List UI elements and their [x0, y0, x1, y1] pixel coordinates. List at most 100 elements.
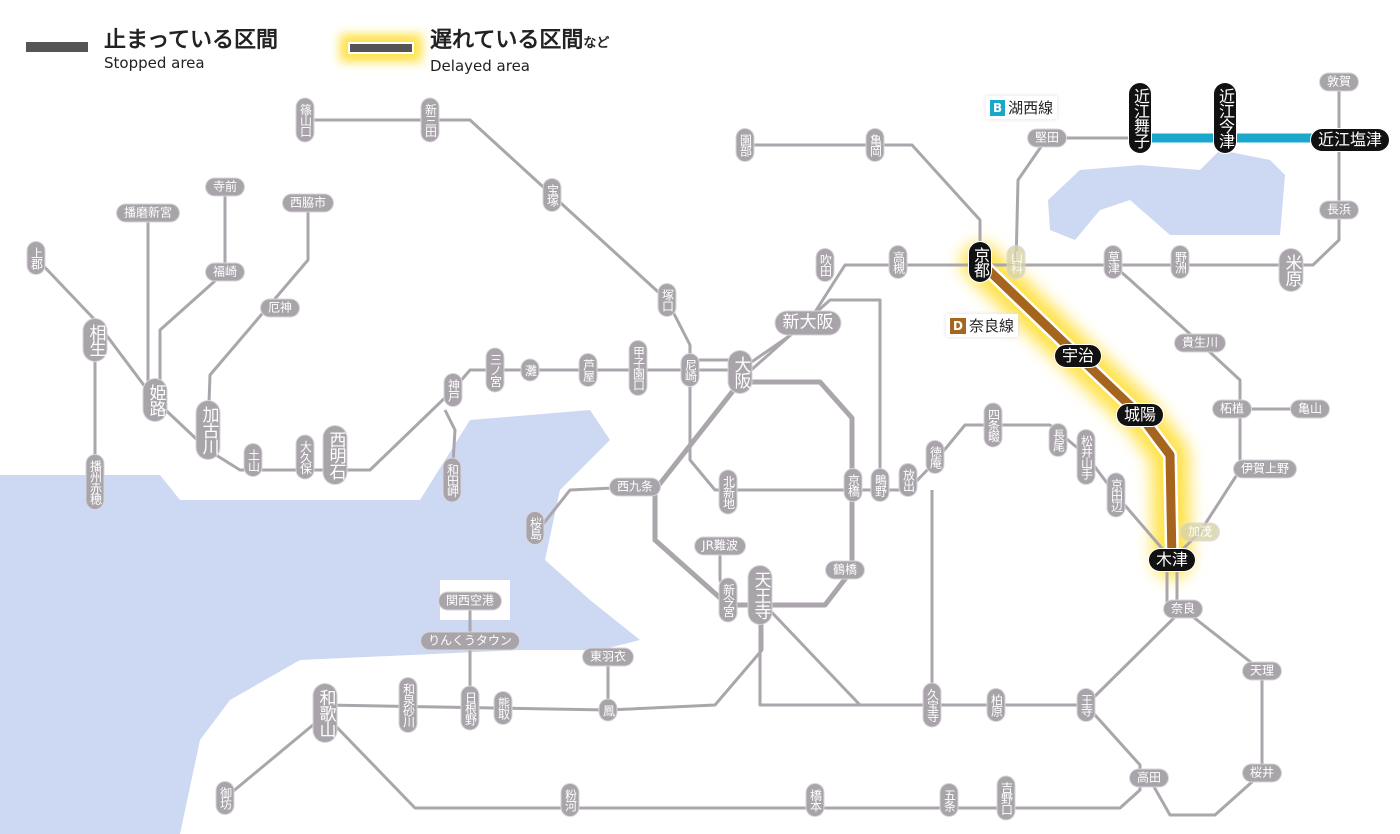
station-kyoto[interactable]: 京都 — [969, 242, 991, 282]
station-suita[interactable]: 吹田 — [816, 249, 834, 281]
station-koshienguchi[interactable]: 甲子園口 — [629, 341, 647, 395]
station-uji[interactable]: 宇治 — [1054, 345, 1102, 367]
station-hineno[interactable]: 日根野 — [461, 686, 479, 730]
station-kibukawa[interactable]: 貴生川 — [1174, 334, 1226, 352]
station-nishikujo[interactable]: 西九条 — [609, 478, 661, 496]
station-sasayamaguchi[interactable]: 篠山口 — [296, 98, 314, 142]
station-kamo[interactable]: 加茂 — [1180, 523, 1220, 541]
station-yamashina[interactable]: 山科 — [1007, 246, 1025, 278]
station-aioi[interactable]: 相生 — [83, 319, 107, 361]
station-osaka[interactable]: 大阪 — [728, 351, 752, 393]
station-gojo[interactable]: 五条 — [940, 784, 958, 816]
station-kashiwara[interactable]: 柏原 — [987, 689, 1005, 721]
rail-line — [224, 713, 326, 800]
station-tsuge[interactable]: 柘植 — [1212, 400, 1252, 418]
station-sannomiya[interactable]: 三ノ宮 — [486, 348, 504, 392]
station-sonobe[interactable]: 園部 — [736, 129, 754, 161]
station-nagao[interactable]: 長尾 — [1049, 424, 1067, 456]
station-tennoji[interactable]: 天王寺 — [748, 566, 772, 624]
line-name: 湖西線 — [1008, 99, 1054, 117]
station-takarazuka[interactable]: 宝塚 — [543, 179, 561, 211]
station-tenri[interactable]: 天理 — [1242, 662, 1282, 680]
station-katata[interactable]: 堅田 — [1027, 129, 1067, 147]
station-kitashinchi[interactable]: 北新地 — [719, 470, 737, 514]
station-kyuhoji[interactable]: 久宝寺 — [923, 683, 941, 727]
station-shinimamiya[interactable]: 新今宮 — [719, 578, 737, 622]
station-kusatsu[interactable]: 草津 — [1104, 246, 1122, 278]
station-kansaiairport[interactable]: 関西空港 — [438, 592, 502, 610]
station-okubo[interactable]: 大久保 — [296, 435, 314, 479]
station-kumatori[interactable]: 熊取 — [494, 692, 512, 724]
station-kokawa[interactable]: 粉河 — [561, 784, 579, 816]
rail-line — [1112, 263, 1310, 411]
station-kobe[interactable]: 神戸 — [444, 374, 462, 406]
station-izumisunagawa[interactable]: 和泉砂川 — [399, 678, 417, 732]
station-otori[interactable]: 鳳 — [599, 699, 617, 721]
station-fukusaki[interactable]: 福崎 — [205, 263, 245, 281]
station-shigino[interactable]: 鴫野 — [871, 469, 889, 501]
station-kameoka[interactable]: 亀岡 — [866, 129, 884, 161]
station-harimashingu[interactable]: 播磨新宮 — [116, 204, 180, 222]
station-kameyama[interactable]: 亀山 — [1290, 400, 1330, 418]
station-wadamisaki[interactable]: 和田岬 — [443, 458, 461, 502]
station-nishiakashi[interactable]: 西明石 — [323, 426, 347, 484]
station-gobo[interactable]: 御坊 — [216, 782, 234, 814]
rail-line — [34, 82, 1341, 472]
station-matsuiyamate[interactable]: 松井山手 — [1077, 430, 1095, 484]
station-takatsuki[interactable]: 高槻 — [889, 246, 907, 278]
water-areas — [0, 150, 1285, 834]
station-omiimazu[interactable]: 近江今津 — [1214, 83, 1236, 153]
rail-line — [323, 703, 1142, 810]
station-maibara[interactable]: 米原 — [1279, 249, 1303, 291]
line-tag-nara[interactable]: D 奈良線 — [946, 314, 1018, 337]
line-name: 奈良線 — [968, 317, 1014, 335]
station-ashiya[interactable]: 芦屋 — [579, 354, 597, 386]
station-sakurajima[interactable]: 桜島 — [526, 512, 544, 544]
station-teramae[interactable]: 寺前 — [205, 178, 245, 196]
station-shijonawate[interactable]: 四条畷 — [984, 403, 1002, 447]
station-yoshinoguchi[interactable]: 吉野口 — [997, 776, 1015, 820]
station-nishiwakishi[interactable]: 西脇市 — [282, 194, 334, 212]
station-takada[interactable]: 高田 — [1129, 769, 1169, 787]
station-shinsanda[interactable]: 新三田 — [421, 98, 439, 142]
station-sakurai[interactable]: 桜井 — [1242, 764, 1282, 782]
legend-delayed: 遅れている区間など Delayed area — [348, 28, 609, 75]
delayed-label-ja: 遅れている区間など — [430, 28, 609, 57]
station-omimaiko[interactable]: 近江舞子 — [1129, 83, 1151, 153]
station-tsuruga[interactable]: 敦賀 — [1319, 73, 1359, 91]
station-wakayama[interactable]: 和歌山 — [313, 684, 337, 742]
station-oji[interactable]: 王寺 — [1077, 689, 1095, 721]
station-yasu[interactable]: 野洲 — [1171, 246, 1189, 278]
station-tsukaguchi[interactable]: 塚口 — [658, 284, 676, 316]
station-nada[interactable]: 灘 — [521, 359, 539, 381]
station-jrnamba[interactable]: JR難波 — [695, 537, 745, 555]
station-banshuako[interactable]: 播州赤穂 — [86, 455, 104, 509]
station-tsuchiyama[interactable]: 土山 — [244, 444, 262, 476]
rail-line — [745, 143, 982, 262]
station-shinosaka[interactable]: 新大阪 — [775, 311, 841, 335]
station-kyotanabe[interactable]: 京田辺 — [1107, 473, 1125, 517]
station-yakujin[interactable]: 厄神 — [260, 299, 300, 317]
station-nara[interactable]: 奈良 — [1163, 600, 1203, 618]
station-igaueno[interactable]: 伊賀上野 — [1233, 460, 1297, 478]
station-kamigori[interactable]: 上郡 — [27, 242, 45, 274]
station-amagasaki[interactable]: 尼崎 — [681, 354, 699, 386]
station-omishiotsu[interactable]: 近江塩津 — [1310, 129, 1390, 151]
station-rinkutown[interactable]: りんくうタウン — [421, 632, 519, 650]
legend-stopped: 止まっている区間 Stopped area — [26, 28, 278, 72]
station-nagahama[interactable]: 長浜 — [1319, 201, 1359, 219]
station-himeji[interactable]: 姫路 — [143, 379, 167, 421]
station-hanaten[interactable]: 放出 — [899, 464, 917, 496]
line-letter-badge: D — [950, 317, 966, 334]
station-kyobashi[interactable]: 京橋 — [844, 469, 862, 501]
station-higashihagoromo[interactable]: 東羽衣 — [582, 648, 634, 666]
station-kizu[interactable]: 木津 — [1148, 549, 1196, 571]
station-joyo[interactable]: 城陽 — [1116, 404, 1164, 426]
line-letter-badge: B — [990, 99, 1006, 116]
station-hashimoto[interactable]: 橋本 — [806, 784, 824, 816]
station-tsuruhashi[interactable]: 鶴橋 — [825, 561, 865, 579]
station-tokuan[interactable]: 徳庵 — [926, 441, 944, 473]
line-tag-kosei[interactable]: B 湖西線 — [986, 96, 1058, 119]
station-kakogawa[interactable]: 加古川 — [196, 401, 220, 459]
rail-line — [1170, 409, 1242, 562]
